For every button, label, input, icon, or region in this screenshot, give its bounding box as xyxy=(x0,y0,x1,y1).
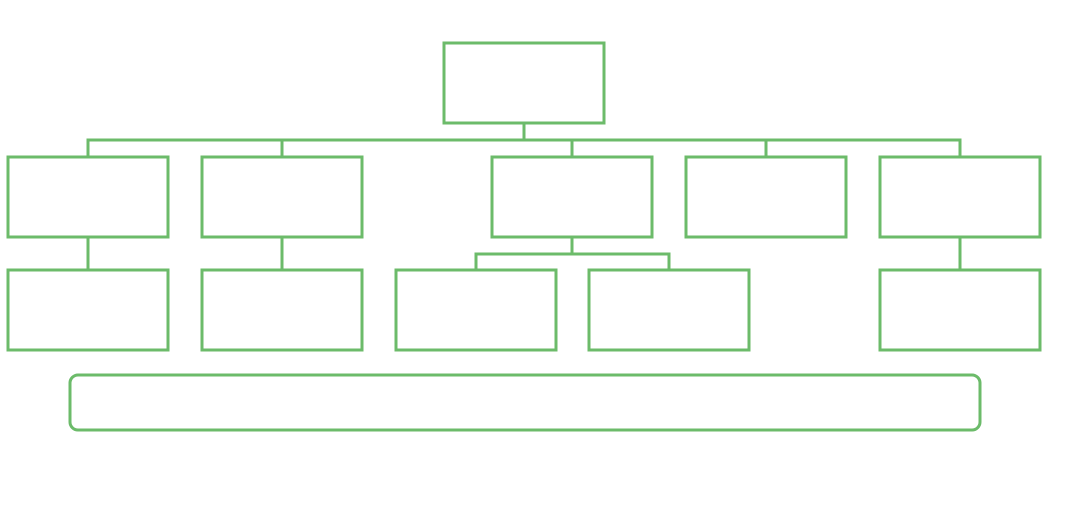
level2-node-5 xyxy=(878,268,1042,352)
level1-node-5 xyxy=(878,155,1042,239)
level2-node-3 xyxy=(394,268,558,352)
level2-node-2 xyxy=(200,268,364,352)
level2-node-1 xyxy=(6,268,170,352)
level1-node-2 xyxy=(200,155,364,239)
level1-node-1 xyxy=(6,155,170,239)
level1-node-4 xyxy=(684,155,848,239)
level1-node-3 xyxy=(490,155,654,239)
connector-root xyxy=(86,123,962,157)
level2-node-4 xyxy=(587,268,751,352)
connector-child-3 xyxy=(474,237,671,270)
root-node xyxy=(442,41,606,125)
footer-box xyxy=(68,373,982,432)
